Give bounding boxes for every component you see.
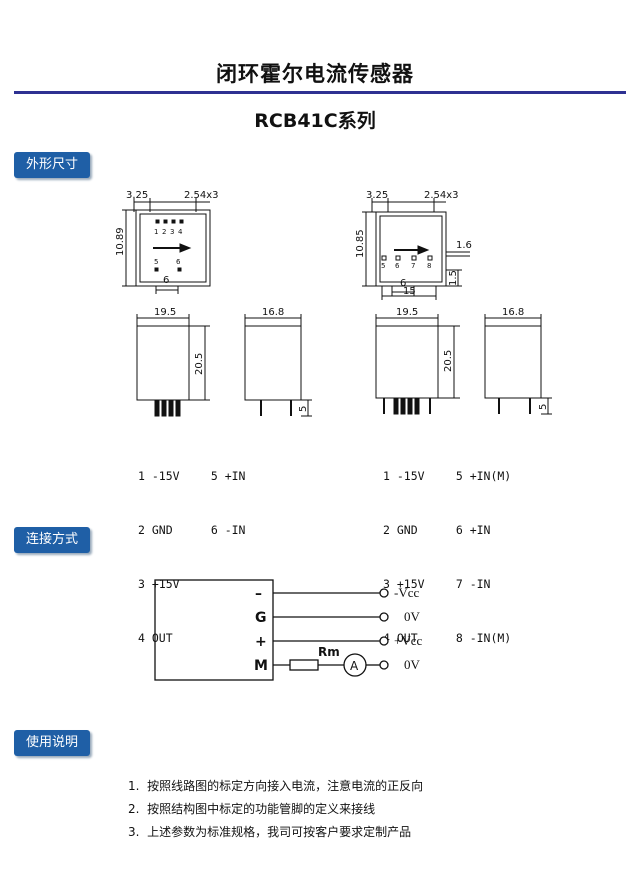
- pin-name: -IN(M): [469, 631, 512, 645]
- left-pin-5: 5: [154, 258, 158, 266]
- terminal-m: M: [254, 658, 268, 674]
- left-pin-2: 2: [162, 228, 166, 236]
- right-dim-325: 3.25: [366, 190, 388, 201]
- left-side-views: [136, 314, 312, 417]
- pin-name: +IN(M): [469, 469, 512, 483]
- pin-num: 3: [138, 577, 145, 591]
- right-pin-8: 8: [427, 262, 431, 270]
- right-dim-6: 6: [400, 278, 406, 289]
- left-dim-5: 5: [298, 406, 309, 412]
- section-label-connection: 连接方式: [14, 527, 91, 553]
- pin-num: 6: [210, 523, 218, 537]
- title-divider: [14, 91, 626, 94]
- pin-name: OUT: [151, 631, 173, 645]
- pin-name: -15V: [396, 469, 425, 483]
- right-dim-254x3: 2.54x3: [424, 190, 459, 201]
- connection-diagram: – G + M Rm A -Vcc 0V +Vcc 0V: [154, 579, 422, 681]
- output-neg-vcc: -Vcc: [394, 585, 419, 600]
- series-title: RCB41C系列: [254, 110, 376, 132]
- pin-name: +15V: [396, 577, 425, 591]
- left-pin-6: 6: [176, 258, 181, 266]
- right-dim-205: 20.5: [443, 350, 454, 372]
- pin-num: 6: [455, 523, 463, 537]
- pin-num: 8: [455, 631, 463, 645]
- right-dim-5: 5: [538, 404, 549, 410]
- pin-num: 1: [383, 469, 390, 483]
- left-top-view: [122, 198, 211, 294]
- left-dim-205: 20.5: [194, 353, 205, 375]
- output-0v-m: 0V: [404, 657, 421, 672]
- page-title: 闭环霍尔电流传感器: [216, 62, 414, 86]
- left-dim-195: 19.5: [154, 307, 176, 318]
- pin-num: 2: [138, 523, 145, 537]
- right-dim-168: 16.8: [502, 307, 524, 318]
- note-item: 1. 按照线路图的标定方向接入电流，注意电流的正反向: [128, 779, 424, 793]
- usage-notes: 1. 按照线路图的标定方向接入电流，注意电流的正反向 2. 按照结构图中标定的功…: [128, 775, 423, 844]
- note-item: 3. 上述参数为标准规格，我司可按客户要求定制产品: [128, 825, 412, 839]
- pin-num: 1: [138, 469, 145, 483]
- pin-name: GND: [151, 523, 173, 537]
- left-dim-254x3: 2.54x3: [184, 190, 219, 201]
- right-pin-5: 5: [381, 262, 385, 270]
- right-pin-7: 7: [411, 262, 415, 270]
- pin-num: 2: [383, 523, 390, 537]
- pin-name: OUT: [396, 631, 418, 645]
- right-dim-15b: 1.5: [448, 270, 459, 286]
- right-dim-15: 15: [403, 286, 416, 297]
- left-dim-1089: 10.89: [115, 227, 126, 256]
- left-dim-168: 16.8: [262, 307, 284, 318]
- pin-name: -15V: [151, 469, 180, 483]
- right-top-view: [362, 198, 470, 300]
- left-dim-325: 3.25: [126, 190, 148, 201]
- section-label-usage: 使用说明: [14, 730, 91, 756]
- output-0v-g: 0V: [404, 609, 421, 624]
- left-dim-6: 6: [163, 275, 169, 286]
- note-item: 2. 按照结构图中标定的功能管脚的定义来接线: [128, 802, 376, 816]
- terminal-g: G: [255, 610, 267, 626]
- resistor-rm: [289, 659, 319, 671]
- right-dim-16: 1.6: [456, 240, 472, 251]
- pin-num: 4: [138, 631, 145, 645]
- terminal-plus: +: [255, 634, 267, 650]
- dimension-drawings: 3.25 2.54x3 10.89 6 1 2 3 4 5 6 19.5 20.…: [115, 190, 552, 417]
- pin-num: 5: [210, 469, 218, 483]
- output-pos-vcc: +Vcc: [394, 633, 422, 648]
- right-pin-6: 6: [395, 262, 400, 270]
- left-pin-table: 1 -15V 5 +IN 2 GND 6 -IN 3 +15V 4 OUT: [138, 431, 245, 665]
- right-pin-table: 1 -15V 5 +IN(M) 2 GND 6 +IN 3 +15V 7 -IN…: [383, 431, 511, 665]
- ammeter-label: A: [350, 659, 359, 673]
- terminal-minus: –: [255, 586, 262, 602]
- pin-num: 5: [455, 469, 463, 483]
- pin-num: 7: [455, 577, 463, 591]
- left-pin-1: 1: [154, 228, 158, 236]
- left-pin-4: 4: [178, 228, 183, 236]
- right-side-views: [375, 314, 552, 415]
- pin-num: 3: [383, 577, 390, 591]
- pin-name: -IN: [469, 577, 491, 591]
- pin-name: +IN: [469, 523, 491, 537]
- pin-name: GND: [396, 523, 418, 537]
- pin-name: +IN: [224, 469, 246, 483]
- pin-name: -IN: [224, 523, 246, 537]
- section-label-dimensions: 外形尺寸: [14, 152, 91, 178]
- right-dim-195: 19.5: [396, 307, 418, 318]
- left-pin-3: 3: [170, 228, 174, 236]
- resistor-label: Rm: [318, 645, 340, 659]
- right-dim-1085: 10.85: [355, 229, 366, 258]
- sensor-box: [154, 579, 274, 681]
